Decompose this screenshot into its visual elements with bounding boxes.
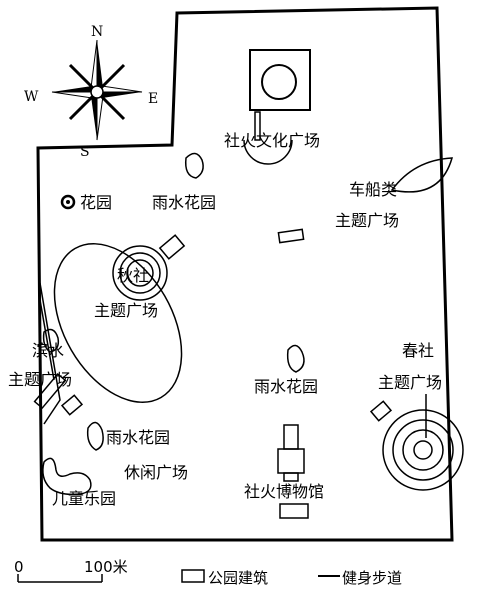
museum-building <box>277 424 309 519</box>
shehuo-square-building <box>243 49 311 165</box>
legend-building-label: 公园建筑 <box>208 569 268 587</box>
rain-garden-pond-left <box>86 421 104 451</box>
building-small-1 <box>158 234 186 260</box>
label-spring-square-2: 主题广场 <box>378 373 442 392</box>
label-autumn-square-1: 秋社 <box>117 266 149 285</box>
compass-south: S <box>80 144 90 160</box>
compass-rose-icon <box>51 39 143 141</box>
label-vehicle-square-1: 车船类 <box>349 180 397 199</box>
label-rain-garden-top: 雨水花园 <box>152 193 216 212</box>
building-small-3 <box>60 394 84 416</box>
waterfront-dock <box>33 372 67 410</box>
compass-west: W <box>24 89 39 105</box>
building-small-2 <box>277 228 305 244</box>
spring-square-outer-ring <box>382 409 464 491</box>
label-waterfront-1: 滨水 <box>32 341 64 360</box>
rain-garden-pond-top <box>184 152 204 179</box>
legend-building-icon <box>181 569 205 583</box>
scale-bar <box>17 574 103 583</box>
vehicle-square-shape <box>390 157 454 193</box>
autumn-square-outer-ring <box>112 245 168 301</box>
label-spring-square-1: 春社 <box>402 341 434 360</box>
building-small-4 <box>369 400 393 422</box>
rain-garden-pond-center <box>286 344 305 373</box>
playground-shape <box>42 457 92 496</box>
park-boundary <box>36 6 454 542</box>
label-rain-garden-left: 雨水花园 <box>106 428 170 447</box>
label-vehicle-square-2: 主题广场 <box>335 211 399 230</box>
label-museum: 社火博物馆 <box>244 482 324 501</box>
flower-garden-icon <box>60 194 76 210</box>
label-waterfront-2: 主题广场 <box>8 370 72 389</box>
autumn-fitness-loop <box>53 243 183 403</box>
scale-distance: 100米 <box>84 558 128 576</box>
scale-zero: 0 <box>14 558 24 576</box>
waterfront-edge <box>39 282 61 425</box>
label-shehuo-square: 社火文化广场 <box>224 131 320 150</box>
waterfront-pond <box>42 328 60 353</box>
label-rain-garden-center: 雨水花园 <box>254 377 318 396</box>
label-playground: 儿童乐园 <box>52 489 116 508</box>
label-flower-garden: 花园 <box>80 193 112 212</box>
label-autumn-square-2: 主题广场 <box>94 301 158 320</box>
label-leisure-square: 休闲广场 <box>124 463 188 482</box>
compass-north: N <box>91 24 103 40</box>
legend-path-label: 健身步道 <box>342 569 402 587</box>
compass-east: E <box>148 91 158 107</box>
